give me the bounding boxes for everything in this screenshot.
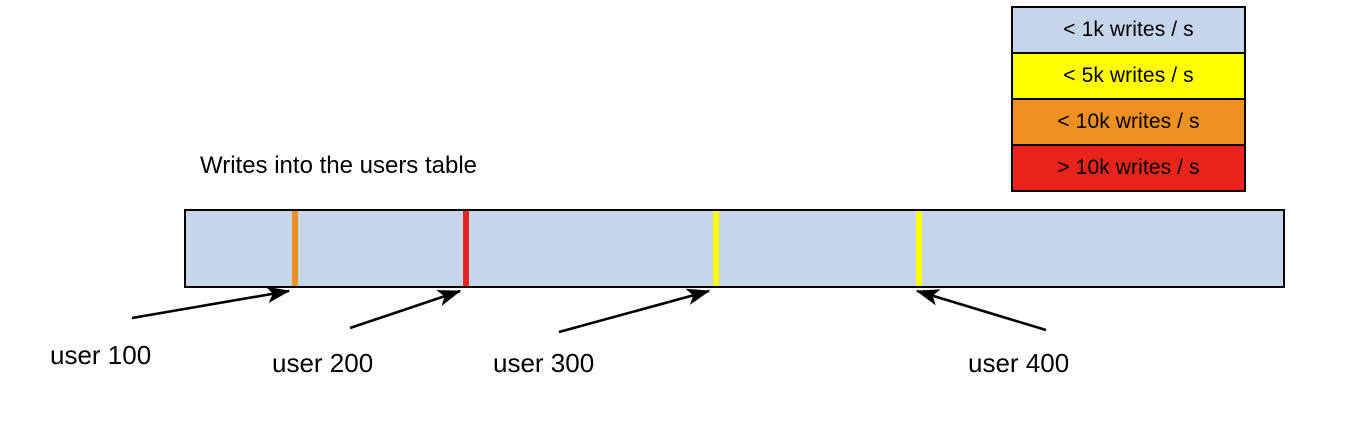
annotation-label-user-100: user 100 — [50, 340, 152, 370]
stripe-user-300 — [713, 211, 719, 286]
arrow-user-300 — [558, 288, 711, 334]
arrow-user-100 — [131, 286, 291, 320]
stripe-user-200 — [463, 211, 469, 286]
legend-item-label: < 1k writes / s — [1063, 18, 1194, 41]
arrow-user-400 — [915, 289, 1047, 332]
arrow-user-200 — [349, 289, 462, 330]
legend-item-label: < 10k writes / s — [1057, 110, 1200, 133]
annotation-label-user-400: user 400 — [968, 348, 1070, 378]
chart-title: Writes into the users table — [200, 152, 478, 179]
stripe-user-400 — [916, 211, 922, 286]
legend-item-2: < 10k writes / s — [1013, 100, 1244, 146]
legend-item-0: < 1k writes / s — [1013, 8, 1244, 54]
annotation-label-user-200: user 200 — [272, 348, 374, 378]
users-table-bar — [184, 209, 1285, 288]
legend-item-label: > 10k writes / s — [1057, 156, 1200, 179]
legend-item-3: > 10k writes / s — [1013, 146, 1244, 190]
annotation-label-user-300: user 300 — [493, 348, 595, 378]
legend-item-label: < 5k writes / s — [1063, 64, 1194, 87]
stripe-user-100 — [292, 211, 298, 286]
legend: < 1k writes / s < 5k writes / s < 10k wr… — [1011, 6, 1246, 192]
legend-item-1: < 5k writes / s — [1013, 54, 1244, 100]
